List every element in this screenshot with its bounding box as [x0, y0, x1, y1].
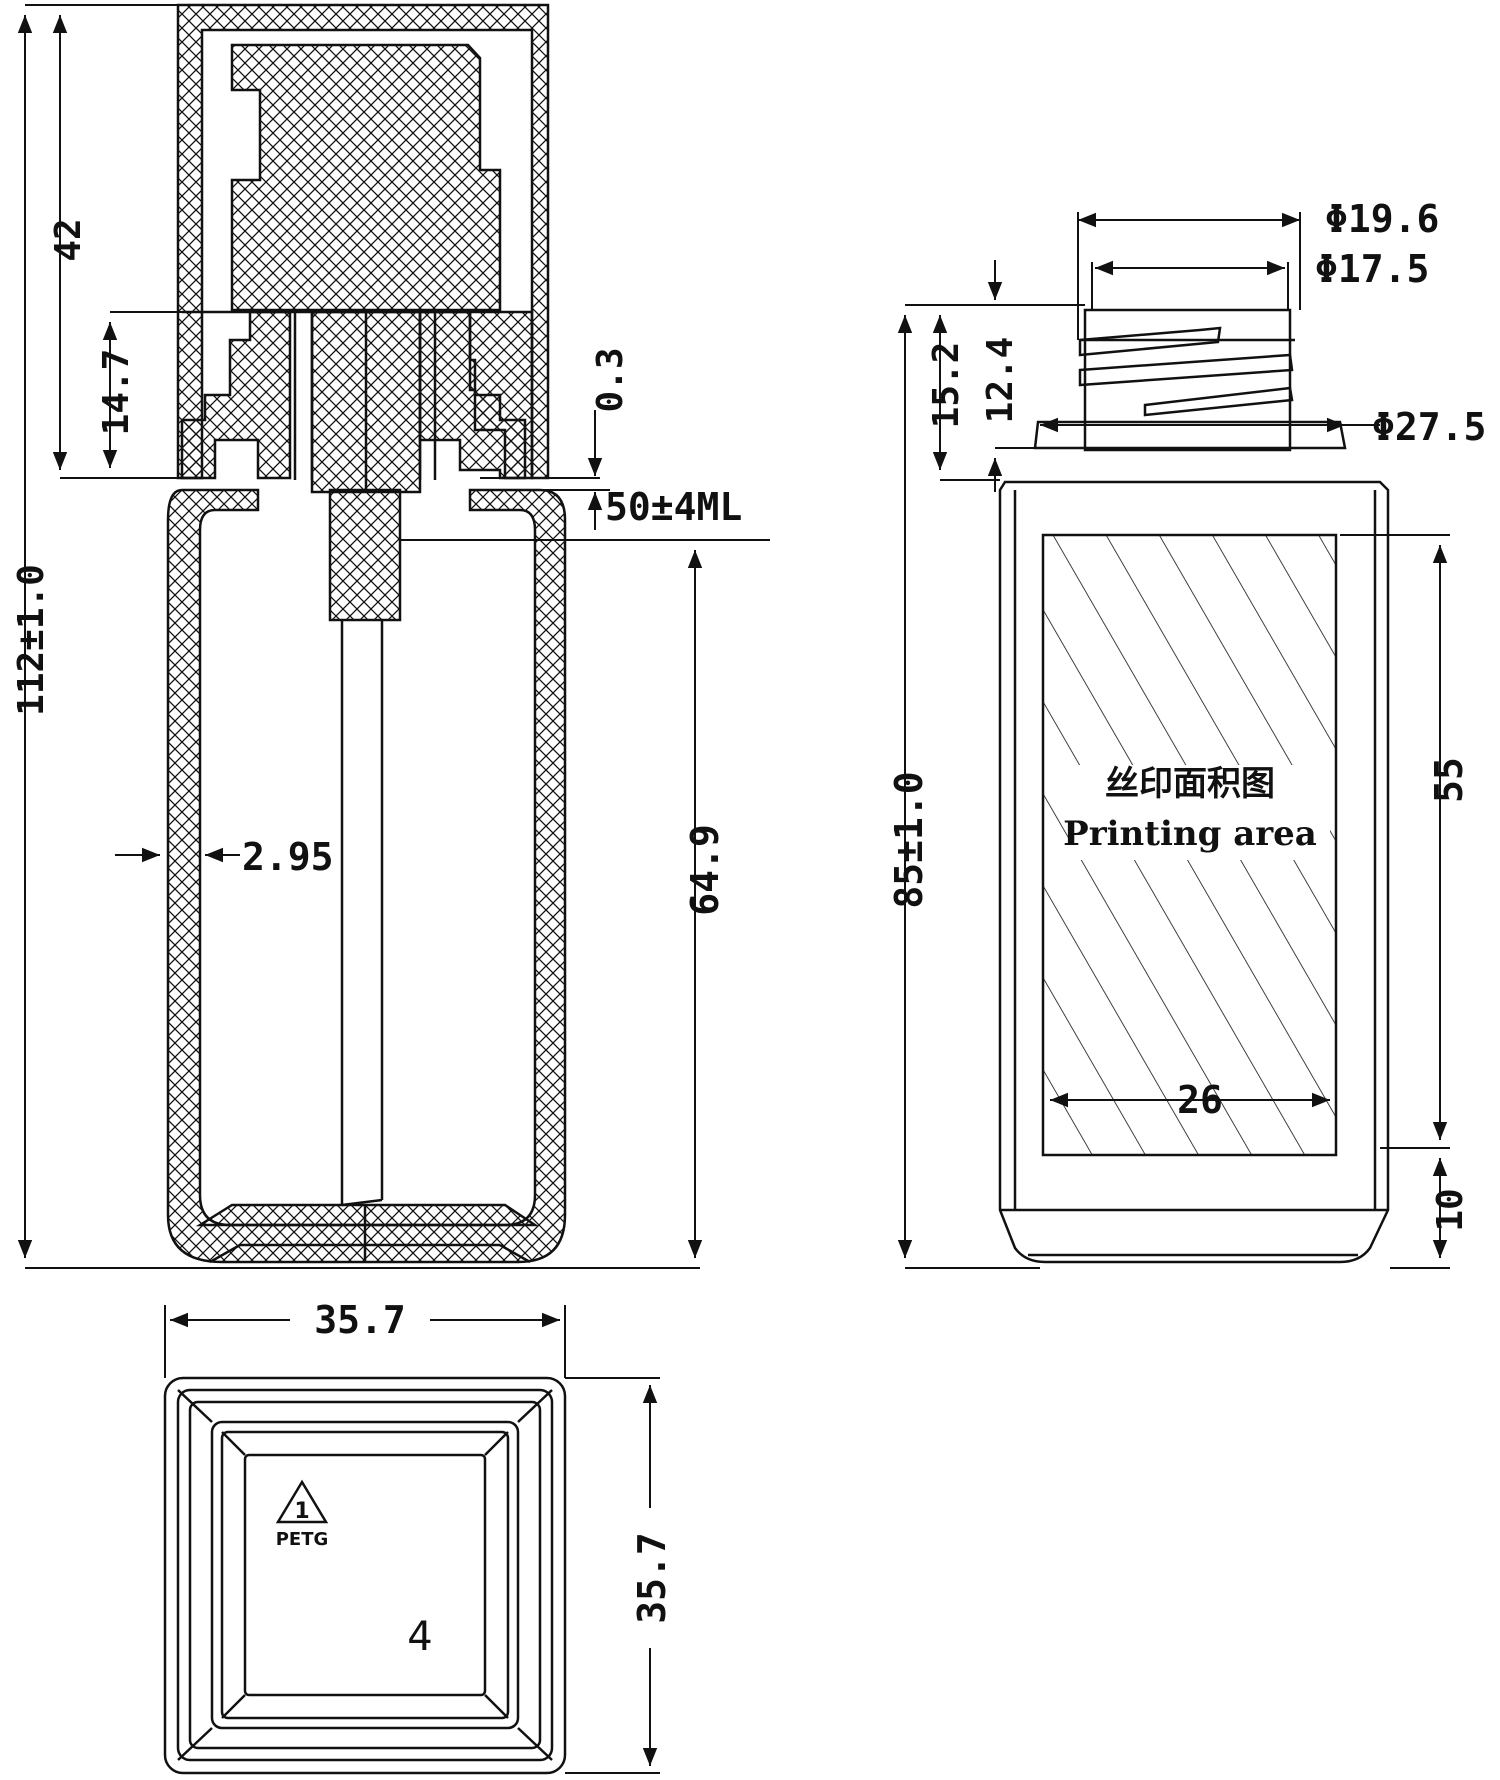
printing-area-cn: 丝印面积图: [1105, 764, 1275, 804]
base-outer: [163, 1376, 567, 1775]
dim-base-width: 35.7: [314, 1298, 406, 1342]
material-code: PETG: [276, 1529, 329, 1550]
dim-cap-height: 42: [48, 218, 89, 261]
base-view: [163, 1376, 567, 1775]
base-dimension-labels: 35.7 35.7: [290, 1296, 674, 1648]
recycle-number: 1: [294, 1499, 309, 1524]
bottle-wall: [166, 488, 567, 1264]
mold-number: 4: [407, 1614, 432, 1660]
base-dimensions: [164, 1305, 660, 1774]
base-recess: [243, 1453, 487, 1697]
printing-area-labels: 丝印面积图 Printing area: [1063, 764, 1317, 854]
base-marks: 1 PETG 4: [276, 1499, 433, 1660]
pump-housing: [328, 488, 402, 622]
thread-1: [1078, 326, 1222, 357]
dim-neck-insert: 14.7: [96, 349, 137, 436]
base-inner-frame: [210, 1420, 520, 1730]
dim-gap: 0.3: [590, 347, 631, 412]
dim-overall-height: 112±1.0: [11, 564, 52, 716]
dim-print-width: 26: [1177, 1078, 1223, 1122]
dim-shoulder-dia: Φ27.5: [1372, 405, 1486, 449]
elevation-dimensions: [897, 212, 1450, 1269]
dim-thread-height: 12.4: [980, 337, 1021, 424]
dim-neck-height: 15.2: [926, 342, 967, 429]
bottle-bottom: [195, 1203, 540, 1227]
elevation-view: [998, 308, 1390, 1264]
recycle-icon: [275, 1479, 329, 1524]
dim-capacity: 50±4ML: [605, 485, 742, 529]
dim-thread-inner-dia: Φ17.5: [1315, 247, 1429, 291]
dim-wall-thickness: 2.95: [242, 835, 334, 879]
dim-print-bottom: 10: [1430, 1188, 1471, 1231]
cap-insert: [230, 43, 502, 312]
section-dimensions: [17, 4, 770, 1269]
dim-tube-length: 64.9: [683, 824, 727, 916]
dim-base-depth: 35.7: [630, 1532, 674, 1624]
section-view: [166, 3, 567, 1264]
dim-thread-outer-dia: Φ19.6: [1325, 197, 1439, 241]
section-dimension-labels: 112±1.0 42 14.7 0.3 50±4ML 2.95 64.9: [11, 218, 742, 915]
dim-print-height: 55: [1427, 757, 1471, 803]
thread-3: [1143, 386, 1294, 417]
body-outline: [998, 480, 1390, 1264]
elevation-dimension-labels: 85±1.0 15.2 12.4 Φ19.6 Φ17.5 Φ27.5 55 10…: [887, 197, 1486, 1232]
thread-2: [1078, 353, 1294, 387]
printing-area-en: Printing area: [1063, 814, 1317, 854]
neck-left: [180, 310, 292, 480]
dim-body-height: 85±1.0: [887, 771, 931, 908]
neck-finish: [1083, 308, 1292, 452]
